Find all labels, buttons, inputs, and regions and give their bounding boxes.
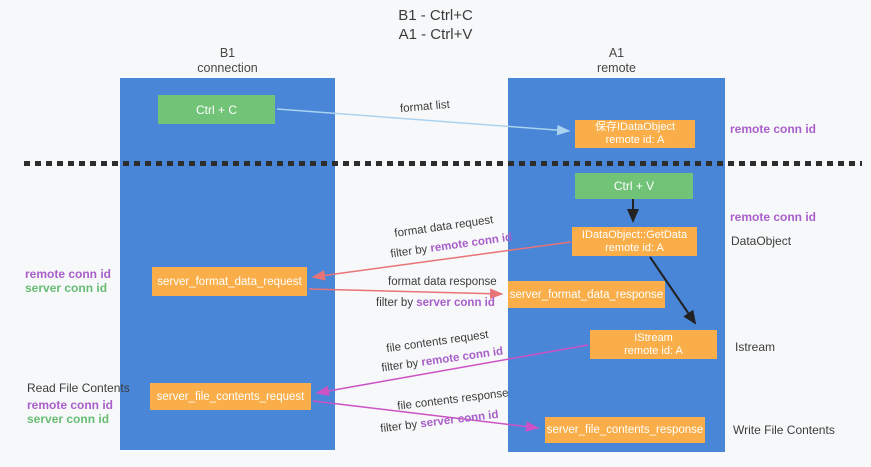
istream-box: IStream remote id: A xyxy=(590,330,717,359)
file-request-label: server_file_contents_request xyxy=(156,390,305,403)
getdata-line2: remote id: A xyxy=(605,241,664,254)
session-separator-line xyxy=(24,161,862,166)
file-response-label: server_file_contents_response xyxy=(546,424,704,436)
title-line-a1: A1 - Ctrl+V xyxy=(398,26,473,43)
server-conn-id-label-bottom: server conn id xyxy=(27,412,110,426)
server-conn-id-text: server conn id xyxy=(416,297,495,309)
getdata-line1: IDataObject::GetData xyxy=(581,228,688,241)
server-file-contents-request-box: server_file_contents_request xyxy=(150,383,311,410)
filter-by-text: filter by xyxy=(389,242,432,261)
lane-b1-role: connection xyxy=(197,61,258,75)
read-file-contents-block: Read File Contents remote conn id server… xyxy=(27,381,130,426)
arrow-format-data-response xyxy=(308,288,504,299)
idataobject-getdata-box: IDataObject::GetData remote id: A xyxy=(572,227,697,256)
ctrl-v-box: Ctrl + V xyxy=(575,173,693,199)
diagram-title: B1 - Ctrl+C A1 - Ctrl+V xyxy=(0,6,871,44)
lane-a1-name: A1 xyxy=(608,46,625,60)
remote-conn-id-text: remote conn id xyxy=(429,231,513,255)
title-line-b1: B1 - Ctrl+C xyxy=(398,7,473,24)
filter-by-text: filter by xyxy=(379,418,422,436)
save-dataobject-line1: 保存IDataObject xyxy=(594,121,676,133)
format-list-label: format list xyxy=(399,98,451,116)
remote-conn-id-label-mid: remote conn id xyxy=(730,210,817,224)
dataobject-label: DataObject xyxy=(731,234,792,248)
istream-line2: remote id: A xyxy=(624,344,683,357)
filter-by-text: filter by xyxy=(380,356,423,375)
format-data-response-filter-label: filter by server conn id xyxy=(376,297,495,309)
left-conn-id-labels: remote conn id server conn id xyxy=(25,267,111,295)
lane-header-b1: B1 connection xyxy=(120,46,335,76)
server-conn-id-label-left: server conn id xyxy=(25,281,108,295)
lane-b1-name: B1 xyxy=(219,46,236,60)
server-conn-id-text: server conn id xyxy=(419,408,500,431)
save-dataobject-line2: remote id: A xyxy=(605,134,665,146)
write-file-contents-label: Write File Contents xyxy=(733,423,835,437)
lane-a1-role: remote xyxy=(597,61,636,75)
format-request-label: server_format_data_request xyxy=(157,275,302,288)
remote-conn-id-text: remote conn id xyxy=(420,345,504,369)
istream-side-label: Istream xyxy=(735,340,776,354)
format-response-label: server_format_data_response xyxy=(509,288,664,301)
filter-by-text: filter by xyxy=(376,297,417,309)
format-data-response-label: format data response xyxy=(388,276,497,288)
ctrl-c-label: Ctrl + C xyxy=(195,102,237,117)
save-dataobject-box: 保存IDataObject remote id: A xyxy=(575,120,695,148)
istream-line1: IStream xyxy=(634,331,673,344)
remote-conn-id-label-top: remote conn id xyxy=(730,122,817,136)
read-file-contents-label: Read File Contents xyxy=(27,381,130,395)
lane-header-a1: A1 remote xyxy=(508,46,725,76)
ctrl-v-label: Ctrl + V xyxy=(613,179,655,193)
remote-conn-id-label-left: remote conn id xyxy=(25,267,112,281)
server-format-data-request-box: server_format_data_request xyxy=(152,267,307,296)
remote-conn-id-label-bottom: remote conn id xyxy=(27,398,114,412)
ctrl-c-box: Ctrl + C xyxy=(158,95,275,124)
server-file-contents-response-box: server_file_contents_response xyxy=(545,417,705,443)
server-format-data-response-box: server_format_data_response xyxy=(508,281,665,308)
